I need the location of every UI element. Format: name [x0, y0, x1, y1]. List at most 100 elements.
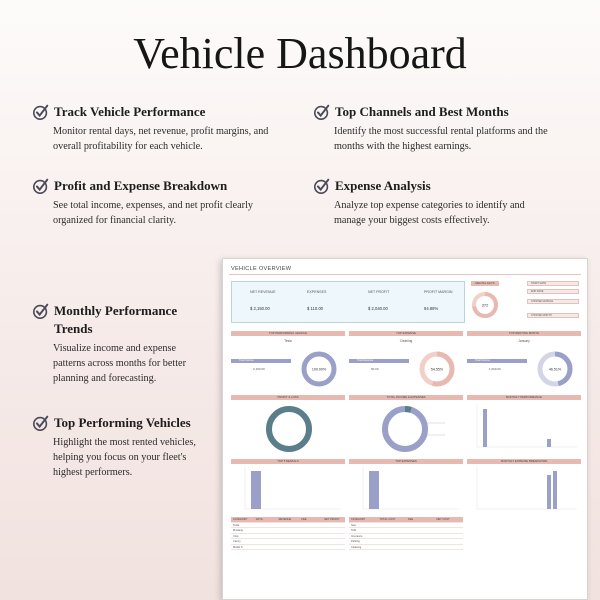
table-cell: REVENUE: [278, 518, 292, 521]
income-value: 1,000.00: [489, 367, 501, 371]
table-cell: NET COST: [436, 518, 450, 521]
svg-text:100.00%: 100.00%: [312, 368, 327, 372]
check-circle-icon: [313, 178, 330, 195]
panel-top-rentals-header: TOP 5 RENTALS: [231, 459, 345, 464]
panel-name: Cleaning: [399, 339, 413, 343]
table-cell: [277, 545, 300, 550]
table-cell: [299, 539, 322, 544]
income-bar: Total Income: [231, 359, 291, 363]
table-cell: [378, 523, 407, 528]
table-cell: Tesla: [233, 523, 240, 527]
panel-monthly-expense-header: MONTHLY EXPENSE BREAKDOWN: [467, 459, 581, 464]
table-cell: [378, 534, 407, 539]
panel-income-expenses-header: TOTAL INCOME & EXPENSES: [349, 395, 463, 400]
choose-vehicle-select[interactable]: CHOOSE VEHICLE: [527, 299, 579, 304]
feature-title: Monthly Performance Trends: [54, 303, 178, 336]
top-expenses-bars: [362, 467, 459, 510]
top-rentals-bars: [244, 467, 341, 510]
table-cell: TOTAL COST: [379, 518, 396, 521]
table-cell: [277, 523, 300, 528]
feature-track-vehicle-performance: Track Vehicle Performance Monitor rental…: [32, 103, 272, 154]
monthly-expense-bars: [476, 467, 577, 510]
check-circle-icon: [32, 104, 49, 121]
table-cell: [299, 545, 322, 550]
end-date-field[interactable]: END DATE: [527, 289, 579, 294]
table-cell: [406, 539, 435, 544]
income-bar: Total Income: [467, 359, 527, 363]
table-cell: [435, 534, 464, 539]
table-cell: [378, 545, 407, 550]
table-cell: [378, 539, 407, 544]
table-cell: [299, 528, 322, 533]
table-cell: [406, 528, 435, 533]
table-cell: [322, 528, 345, 533]
feature-description: Identify the most successful rental plat…: [334, 126, 548, 152]
table-cell: [277, 528, 300, 533]
income-value: 2,150.00: [253, 367, 265, 371]
feature-title: Top Channels and Best Months: [335, 104, 509, 119]
table-cell: [435, 523, 464, 528]
table-cell: [277, 539, 300, 544]
table-cell: [435, 528, 464, 533]
income-expenses-donut: [382, 406, 445, 452]
check-circle-icon: [313, 104, 330, 121]
table-cell: [406, 545, 435, 550]
table-cell: DAYS: [255, 518, 263, 521]
table-cell: [435, 545, 464, 550]
table-row: Cleaning: [349, 545, 464, 550]
table-cell: [254, 528, 277, 533]
table-cell: [406, 534, 435, 539]
feature-title: Expense Analysis: [335, 178, 431, 193]
donut-chart: 46.51%: [537, 351, 573, 387]
feature-top-performing-vehicles: Top Performing Vehicles Highlight the mo…: [32, 414, 202, 480]
feature-title: Top Performing Vehicles: [54, 415, 191, 430]
table-cell: [406, 523, 435, 528]
profit-loss-donut: [266, 406, 312, 452]
table-cell: [254, 539, 277, 544]
choose-month-select[interactable]: CHOOSE MONTH: [527, 313, 579, 318]
feature-monthly-performance-trends: Monthly Performance Trends Visualize inc…: [32, 302, 202, 386]
svg-text:46.51%: 46.51%: [549, 368, 562, 372]
table-cell: FEE: [408, 518, 414, 521]
table-cell: [322, 545, 345, 550]
panel-name: January: [518, 339, 530, 343]
feature-description: Highlight the most rented vehicles, help…: [53, 437, 196, 478]
feature-profit-expense-breakdown: Profit and Expense Breakdown See total i…: [32, 177, 272, 228]
kpi-summary: NET REVENUE$ 2,150.00 EXPENSES$ 110.00 N…: [231, 281, 465, 323]
table-cell: [378, 528, 407, 533]
panel-top-expenses-header: TOP EXPENSES: [349, 459, 463, 464]
rental-days-donut: 372: [472, 292, 498, 318]
monthly-performance-bars: [476, 405, 577, 448]
table-cell: [322, 539, 345, 544]
table-row: Tolls: [349, 528, 463, 534]
table-cell: [299, 523, 322, 528]
table-cell: Camry: [233, 540, 241, 543]
donut-chart: 100.00%: [301, 351, 337, 387]
rental-days-value: 372: [482, 303, 489, 308]
table-cell: Mustang: [233, 529, 243, 532]
table-cell: Tolls: [351, 529, 357, 532]
table-cell: CATEGORY: [351, 518, 366, 521]
table-cell: Cleaning: [351, 545, 362, 549]
start-date-field[interactable]: START DATE: [527, 281, 579, 286]
table-row: Insurance: [349, 534, 464, 539]
table-cell: [435, 539, 464, 544]
feature-description: Visualize income and expense patterns ac…: [53, 343, 186, 384]
table-cell: CATEGORY: [233, 518, 248, 521]
feature-title: Track Vehicle Performance: [54, 104, 206, 119]
table-cell: [254, 545, 277, 550]
table-cell: [254, 534, 277, 539]
kpi-net-revenue: NET REVENUE$ 2,150.00: [250, 290, 276, 311]
table-cell: [299, 534, 322, 539]
rental-days-header: RENTAL DAYS: [471, 281, 499, 286]
check-circle-icon: [32, 415, 49, 432]
table-header-row: CATEGORY TOTAL COST FEE NET COST: [349, 517, 463, 523]
feature-title: Profit and Expense Breakdown: [54, 178, 228, 193]
table-row: Civic: [231, 534, 345, 539]
table-row: Parking: [349, 539, 463, 545]
feature-description: Analyze top expense categories to identi…: [334, 200, 525, 226]
table-row: Mustang: [231, 528, 345, 534]
